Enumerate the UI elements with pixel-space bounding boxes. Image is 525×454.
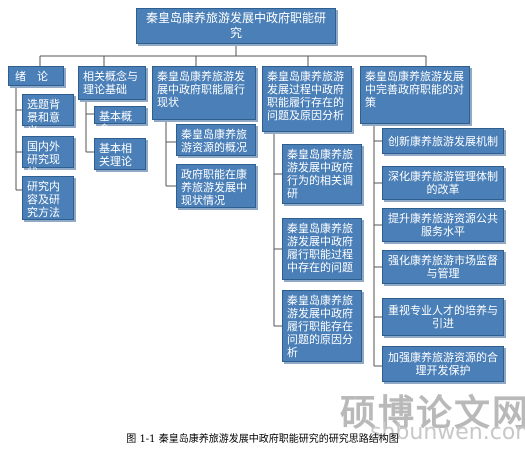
child-node: 秦皇岛康养旅游发展中政府履行职能过程中存在的问题 [282,218,362,280]
child-node: 研究内容及研究方法 [22,176,74,220]
child-node: 基本概念 [94,106,146,136]
child-node: 基本相关理论 [94,138,146,170]
child-node: 深化康养旅游管理体制的改革 [382,166,504,200]
watermark-url: shbunwen.com [370,420,525,445]
section-node: 秦皇岛康养旅游发展中政府职能履行现状 [152,66,256,120]
section-node: 绪 论 [8,66,64,86]
child-node: 选题背景和意义 [22,94,74,137]
section-node: 秦皇岛康养旅游发展过程中政府职能履行存在的问题及原因分析 [262,66,352,132]
child-node: 创新康养旅游发展机制 [382,128,504,154]
figure-caption: 图 1-1 秦皇岛康养旅游发展中政府职能研究的研究思路结构图 [126,434,399,445]
section-node: 相关概念与理论基础 [78,66,146,100]
child-node: 秦皇岛康养旅游发展中政府行为的相关调研 [282,144,362,204]
child-node: 加强康养旅游资源的合理开发保护 [382,346,504,382]
child-node: 重视专业人才的培养与引进 [382,298,504,336]
child-node: 政府职能在康养旅游发展中现状情况 [176,164,256,208]
watermark-text: 硕博论文网 [340,392,525,434]
child-node: 强化康养旅游市场监督与管理 [382,250,504,284]
child-node: 秦皇岛康养旅游发展中政府履行职能存在问题的原因分析 [282,290,362,362]
child-node: 提升康养旅游资源公共服务水平 [382,208,504,242]
child-node: 秦皇岛康养旅游资源的概况 [176,124,256,156]
root-node: 秦皇岛康养旅游发展中政府职能研究 [136,8,336,44]
child-node: 国内外研究现状 [22,136,74,179]
section-node: 秦皇岛康养旅游发展中完善政府职能的对策 [360,66,470,124]
